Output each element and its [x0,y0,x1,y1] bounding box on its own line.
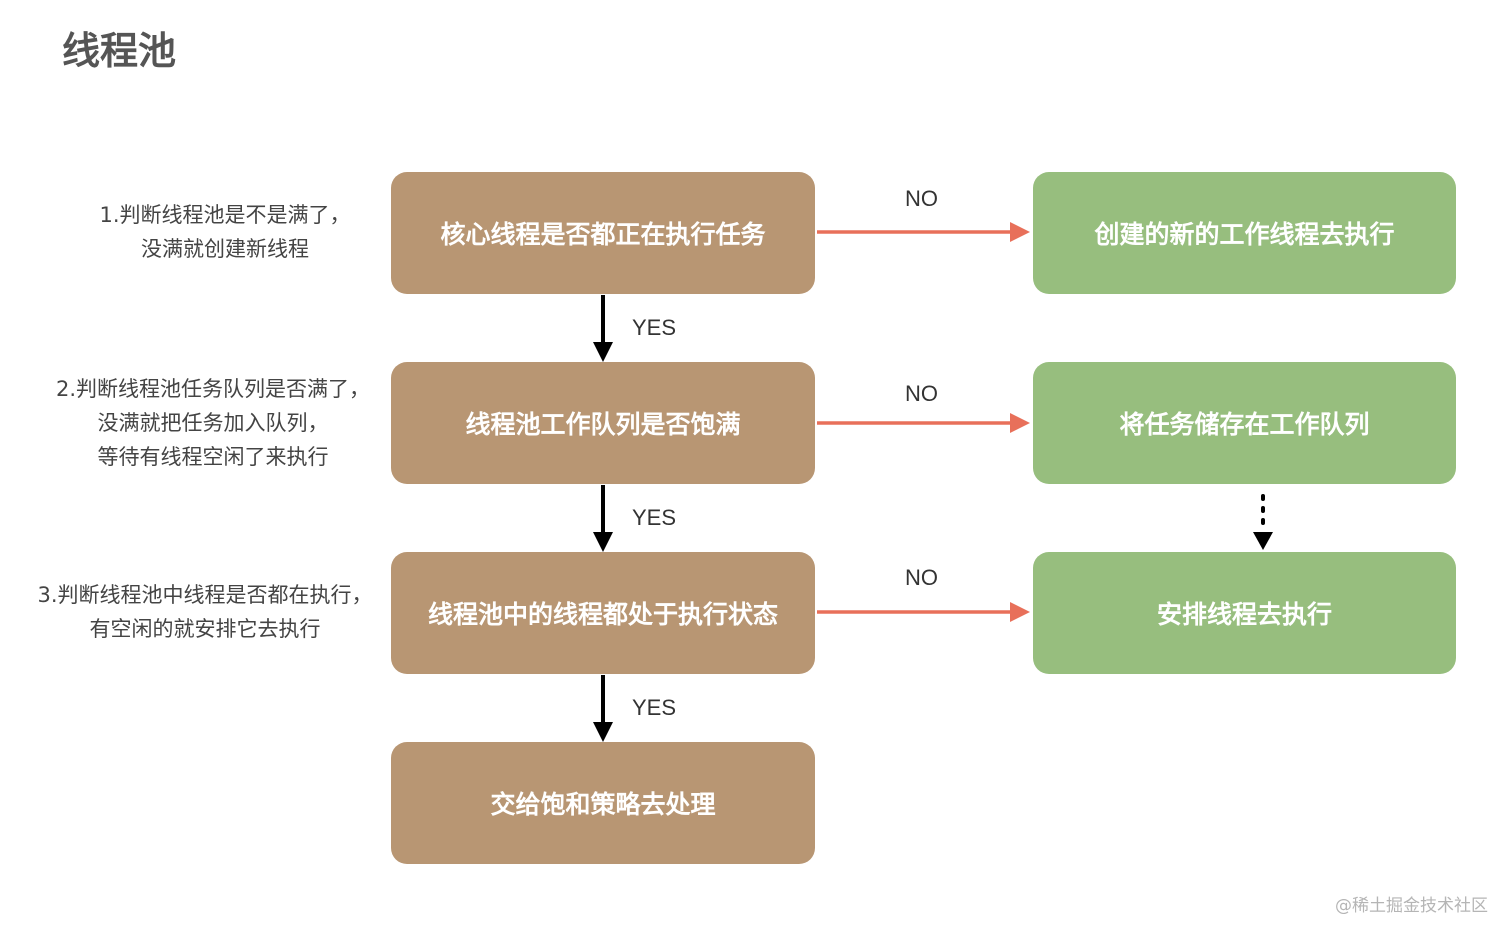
decision-queue-full: 线程池工作队列是否饱满 [391,362,815,484]
note-line: 有空闲的就安排它去执行 [89,617,321,641]
decision-pool-full: 线程池中的线程都处于执行状态 [391,552,815,674]
action-enqueue-task: 将任务储存在工作队列 [1033,362,1456,484]
yes-label-1: YES [632,315,677,340]
yes-label-3: YES [632,695,677,720]
no-arrowhead-2 [1010,413,1030,433]
yes-arrowhead-3 [593,722,613,742]
note-line: 1.判断线程池是不是满了， [99,203,351,227]
saturation-policy-box: 交给饱和策略去处理 [391,742,815,864]
note-line: 2.判断线程池任务队列是否满了， [55,377,371,401]
note-step-1: 1.判断线程池是不是满了， 没满就创建新线程 [60,198,390,266]
note-step-2: 2.判断线程池任务队列是否满了， 没满就把任务加入队列， 等待有线程空闲了来执行 [28,372,398,474]
watermark: @稀土掘金技术社区 [1335,896,1488,916]
no-label-1: NO [905,186,938,211]
yes-arrowhead-1 [593,342,613,362]
yes-arrowhead-2 [593,532,613,552]
no-arrowhead-1 [1010,222,1030,242]
action-create-worker: 创建的新的工作线程去执行 [1033,172,1456,294]
note-line: 等待有线程空闲了来执行 [97,445,329,469]
yes-label-2: YES [632,505,677,530]
note-line: 没满就把任务加入队列， [97,411,329,435]
decision-core-threads-busy: 核心线程是否都正在执行任务 [391,172,815,294]
page-title: 线程池 [62,29,177,73]
action-schedule-thread: 安排线程去执行 [1033,552,1456,674]
no-label-3: NO [905,565,938,590]
note-line: 3.判断线程池中线程是否都在执行， [37,583,373,607]
no-label-2: NO [905,381,938,406]
note-step-3: 3.判断线程池中线程是否都在执行， 有空闲的就安排它去执行 [20,578,390,646]
note-line: 没满就创建新线程 [141,237,309,261]
dotted-arrowhead [1253,532,1273,550]
no-arrowhead-3 [1010,602,1030,622]
